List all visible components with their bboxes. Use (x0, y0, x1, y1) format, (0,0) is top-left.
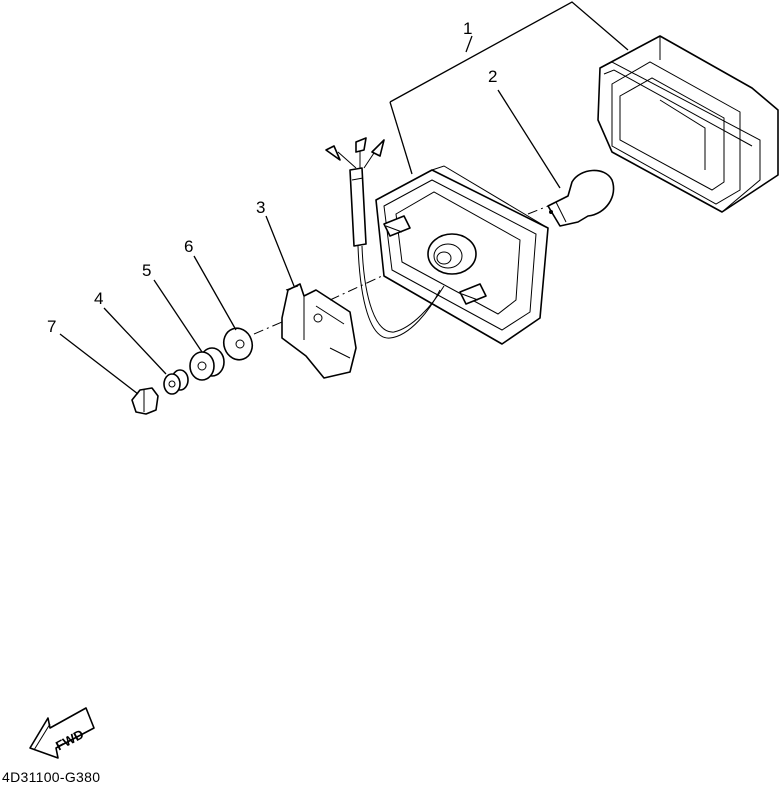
grommet (189, 347, 225, 381)
assembly-axis (253, 205, 549, 335)
mounting-bracket (281, 283, 357, 379)
fwd-arrow-icon: FWD (29, 707, 95, 759)
wire-harness (325, 137, 445, 339)
callout-6: 6 (184, 237, 193, 256)
callout-3: 3 (256, 198, 265, 217)
nut (131, 387, 159, 415)
leader-lines (59, 1, 629, 395)
callout-7: 7 (47, 317, 56, 336)
washer (222, 327, 254, 361)
callout-4: 4 (94, 289, 103, 308)
tail-lamp-lens (597, 35, 779, 213)
callout-1: 1 (463, 19, 472, 38)
callout-labels: 1 2 3 6 5 4 7 (47, 19, 497, 336)
callout-2: 2 (488, 67, 497, 86)
bulb (547, 169, 615, 227)
drawing-code: 4D31100-G380 (2, 769, 101, 785)
collar (163, 369, 189, 395)
tail-lamp-housing (375, 165, 549, 345)
callout-5: 5 (142, 261, 151, 280)
